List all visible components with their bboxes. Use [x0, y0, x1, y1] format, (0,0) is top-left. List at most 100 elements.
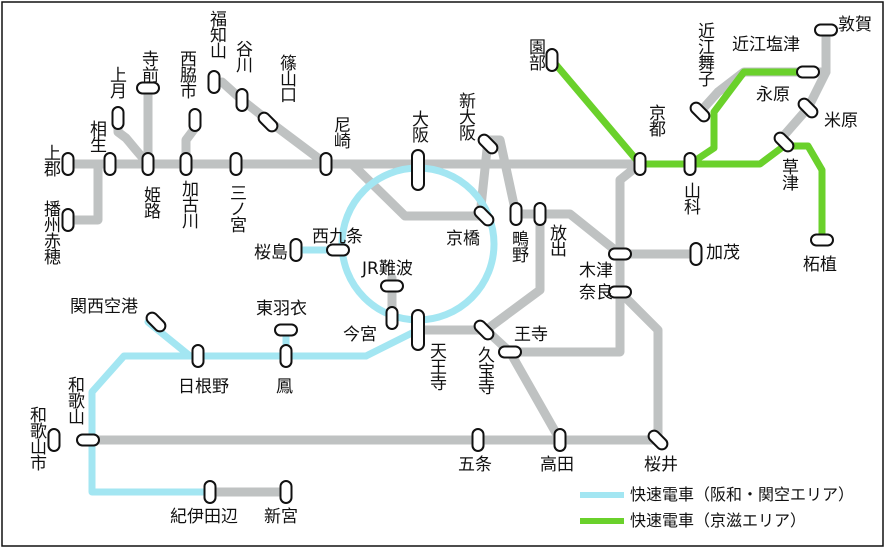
station-label-higashihagoromo: 東羽衣	[256, 299, 307, 319]
station-label-kyoto: 京都	[645, 104, 665, 136]
station-marker-sakurajima	[289, 238, 303, 262]
station-marker-kiitanabe	[203, 480, 217, 504]
station-label-omishiotsu: 近江塩津	[732, 35, 800, 55]
station-label-sakurajima: 桜島	[254, 243, 288, 263]
station-markers	[47, 23, 838, 504]
line-ako	[63, 159, 103, 225]
station-marker-otori	[279, 344, 293, 368]
station-label-shigino: 鴫野	[508, 230, 528, 262]
station-marker-takada	[553, 428, 567, 452]
line-nara	[615, 159, 645, 297]
station-marker-kamo	[689, 242, 703, 266]
station-marker-aioi	[103, 152, 117, 176]
station-marker-omishiotsu	[796, 65, 820, 79]
station-marker-gojo	[471, 428, 485, 452]
station-marker-tennoji	[411, 309, 425, 351]
station-marker-shingu	[279, 480, 293, 504]
line-osaka-higashi	[475, 135, 521, 221]
station-label-wakayamashi: 和歌山市	[26, 406, 46, 470]
line-fukuchiyama	[217, 77, 331, 169]
station-label-kyobashi: 京橋	[446, 229, 480, 249]
station-marker-shigino	[509, 202, 523, 226]
station-label-himeji: 姫路	[140, 186, 160, 218]
legend-label-keiji: 快速電車（京滋エリア）	[630, 511, 807, 530]
line-osaka-higashi-south	[481, 209, 545, 335]
station-label-oji: 王寺	[514, 325, 548, 345]
station-label-gojo: 五条	[458, 455, 492, 475]
station-marker-jrnamba	[380, 279, 404, 293]
station-label-sasayamaguchi: 篠山口	[276, 54, 296, 102]
station-marker-teramae	[136, 81, 160, 95]
line-yamatoji	[413, 325, 565, 445]
station-marker-sannomiya	[229, 152, 243, 176]
station-marker-shinosaka	[477, 133, 499, 155]
jr-lines	[63, 25, 831, 497]
station-label-kamigori: 上郡	[40, 144, 60, 176]
station-label-tsuge: 柘植	[803, 255, 837, 275]
station-marker-fukuchiyama	[207, 70, 221, 94]
station-marker-maibara	[797, 97, 819, 119]
station-marker-kyobashi	[473, 205, 495, 227]
station-marker-nishiwakishi	[188, 108, 202, 132]
line-hanwa-kisei	[88, 352, 370, 496]
line-hanwa-start	[362, 326, 422, 360]
legend: 快速電車（阪和・関空エリア） 快速電車（京滋エリア）	[580, 480, 880, 536]
station-marker-wakayamashi	[47, 428, 61, 452]
station-label-tennoji: 天王寺	[426, 342, 446, 390]
station-label-imamiya: 今宮	[343, 325, 377, 345]
station-label-shingu: 新宮	[264, 507, 298, 527]
station-label-tanigawa: 谷川	[232, 40, 252, 72]
station-marker-kamigori	[61, 152, 75, 176]
station-label-hanaten: 放出	[546, 224, 566, 256]
station-marker-kudaraji	[473, 319, 495, 341]
station-label-nara: 奈良	[579, 283, 613, 303]
station-marker-kansaikuko	[145, 311, 167, 333]
station-marker-banshuako	[61, 208, 75, 232]
station-marker-amagasaki	[319, 152, 333, 176]
station-label-yamashina: 山科	[680, 182, 700, 214]
station-label-nagahara: 永原	[756, 85, 790, 105]
station-label-wakayama: 和歌山	[64, 376, 84, 424]
station-marker-oji	[498, 345, 522, 359]
station-label-tsuruga: 敦賀	[838, 15, 872, 35]
legend-swatch-keiji	[580, 518, 624, 524]
station-label-kiitanabe: 紀伊田辺	[170, 507, 238, 527]
station-label-aioi: 相生	[86, 120, 106, 152]
station-label-amagasaki: 尼崎	[330, 116, 350, 148]
station-label-kamo: 加茂	[706, 243, 740, 263]
station-marker-himeji	[141, 152, 155, 176]
station-label-jrnamba: JR難波	[362, 259, 413, 279]
station-label-kusatsu: 草津	[778, 158, 798, 190]
station-label-sono: 園部	[525, 38, 545, 70]
station-label-fukuchiyama: 福知山	[206, 10, 226, 58]
station-marker-yamashina	[683, 152, 697, 176]
station-marker-sakurai	[647, 429, 669, 451]
station-label-nishiwakishi: 西脇市	[176, 50, 196, 98]
station-marker-kyoto	[633, 152, 647, 176]
station-label-nishikujo: 西九条	[312, 227, 363, 247]
station-label-sakurai: 桜井	[644, 455, 678, 475]
station-marker-higashihagoromo	[274, 323, 298, 337]
station-marker-sasayamaguchi	[257, 111, 279, 133]
legend-label-hanwa: 快速電車（阪和・関空エリア）	[630, 485, 855, 504]
station-label-shinosaka: 新大阪	[455, 92, 475, 140]
station-marker-osaka	[411, 149, 425, 191]
station-marker-wakayama	[76, 433, 100, 447]
station-label-osaka: 大阪	[408, 110, 428, 142]
station-label-otori: 鳳	[276, 377, 293, 397]
station-label-maibara: 米原	[824, 111, 858, 131]
station-label-kizu: 木津	[579, 261, 613, 281]
line-kosei	[686, 68, 812, 168]
station-marker-kusatsu	[773, 131, 795, 153]
station-label-hineno: 日根野	[178, 377, 229, 397]
station-marker-kamitsuki	[111, 106, 125, 130]
station-label-teramae: 寺前	[138, 50, 158, 82]
station-marker-tsuge	[810, 233, 834, 247]
station-marker-omimaiko	[689, 101, 711, 123]
legend-swatch-hanwa	[580, 492, 624, 498]
line-sakurai	[615, 287, 663, 445]
station-label-omimaiko: 近江舞子	[694, 22, 714, 86]
station-marker-nishikujo	[326, 243, 350, 257]
